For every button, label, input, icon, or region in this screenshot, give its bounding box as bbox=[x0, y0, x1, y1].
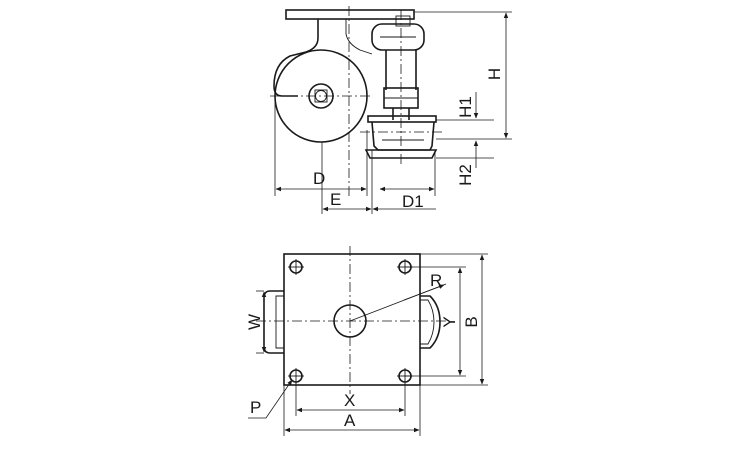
label-d1: D1 bbox=[402, 192, 424, 211]
caster-fork bbox=[273, 19, 319, 97]
mounting-holes bbox=[288, 259, 413, 384]
label-b: B bbox=[462, 316, 481, 327]
label-x: X bbox=[344, 391, 355, 410]
top-mounting-plate bbox=[285, 9, 415, 20]
label-y: Y bbox=[440, 316, 459, 327]
label-e: E bbox=[330, 190, 341, 209]
top-plate bbox=[283, 253, 421, 386]
left-wheel-housing bbox=[263, 290, 284, 354]
side-view: H H1 H2 D E D1 bbox=[270, 6, 512, 214]
right-wheel-housing bbox=[420, 295, 441, 349]
label-h2: H2 bbox=[456, 164, 475, 186]
label-d: D bbox=[313, 169, 325, 188]
label-p: P bbox=[250, 398, 261, 417]
caster-fork-inner bbox=[345, 19, 373, 55]
label-h: H bbox=[485, 68, 504, 80]
label-h1: H1 bbox=[456, 96, 475, 118]
top-view: R W Y B X A P bbox=[245, 246, 488, 436]
label-w: W bbox=[245, 314, 264, 330]
label-a: A bbox=[344, 411, 356, 430]
leveling-pad-base bbox=[364, 149, 438, 159]
label-r: R bbox=[430, 271, 442, 290]
adjuster-cap bbox=[395, 15, 411, 27]
leveling-pad bbox=[371, 121, 435, 151]
leveling-pad-upper bbox=[367, 115, 437, 123]
adjuster-block bbox=[371, 23, 425, 51]
